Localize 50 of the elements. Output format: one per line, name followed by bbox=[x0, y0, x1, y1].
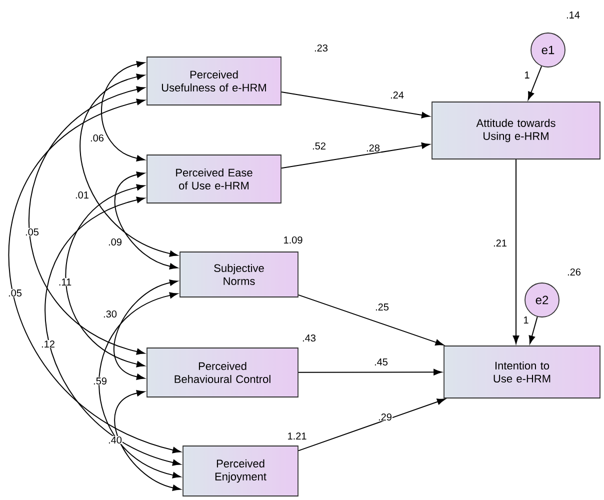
edge-label: .40 bbox=[108, 436, 122, 444]
variance-value: .52 bbox=[312, 142, 326, 150]
edge-label: .12 bbox=[40, 340, 56, 348]
variable-box: Perceived Usefulness of e-HRM bbox=[146, 56, 282, 106]
variance-value: .43 bbox=[302, 334, 316, 342]
edge-label: 1 bbox=[522, 316, 530, 324]
edge-label: .45 bbox=[374, 358, 388, 366]
edge-label: .21 bbox=[492, 239, 508, 247]
arrow bbox=[512, 158, 520, 344]
variance-value: .26 bbox=[568, 268, 581, 276]
arrow bbox=[100, 61, 145, 162]
edge-label: .05 bbox=[8, 288, 22, 298]
arrow bbox=[114, 280, 178, 380]
variable-box: Intention to Use e-HRM bbox=[444, 346, 600, 398]
arrow bbox=[280, 142, 430, 169]
variable-box: Perceived Enjoyment bbox=[182, 446, 298, 496]
edge-label: .06 bbox=[90, 134, 104, 142]
arrow bbox=[114, 390, 181, 491]
arrow bbox=[298, 294, 444, 346]
edge-label: .05 bbox=[24, 228, 40, 236]
arrow bbox=[528, 316, 538, 344]
edge-label: .25 bbox=[374, 302, 390, 312]
arrow bbox=[298, 369, 442, 376]
edge-label: .29 bbox=[378, 412, 392, 422]
variance-value: 1.21 bbox=[288, 432, 306, 440]
arrow bbox=[98, 292, 181, 478]
edge-label: .59 bbox=[92, 376, 108, 386]
variable-box: Perceived Ease of Use e-HRM bbox=[146, 154, 282, 204]
variable-box: Attitude towards Using e-HRM bbox=[432, 102, 600, 160]
variance-value: .14 bbox=[566, 12, 580, 18]
arrow bbox=[65, 184, 145, 368]
edge-label: 1 bbox=[524, 71, 530, 79]
edge-label: .24 bbox=[390, 91, 404, 99]
edge-label: .01 bbox=[74, 190, 90, 200]
edge-label: .09 bbox=[108, 238, 122, 246]
edge-label: .11 bbox=[58, 278, 72, 286]
variable-box: Perceived Behavioural Control bbox=[146, 348, 298, 398]
arrow bbox=[114, 172, 178, 270]
arrow bbox=[280, 92, 430, 118]
variance-value: .23 bbox=[314, 44, 328, 52]
arrow bbox=[44, 196, 181, 466]
arrow bbox=[528, 66, 542, 100]
edge-label: .30 bbox=[102, 310, 118, 318]
arrow bbox=[80, 74, 178, 257]
arrow bbox=[298, 398, 446, 452]
arrow bbox=[9, 98, 181, 454]
edge-label: .28 bbox=[366, 144, 380, 152]
arrow bbox=[28, 86, 145, 355]
variance-value: 1.09 bbox=[284, 236, 302, 244]
variable-box: Subjective Norms bbox=[180, 252, 298, 298]
